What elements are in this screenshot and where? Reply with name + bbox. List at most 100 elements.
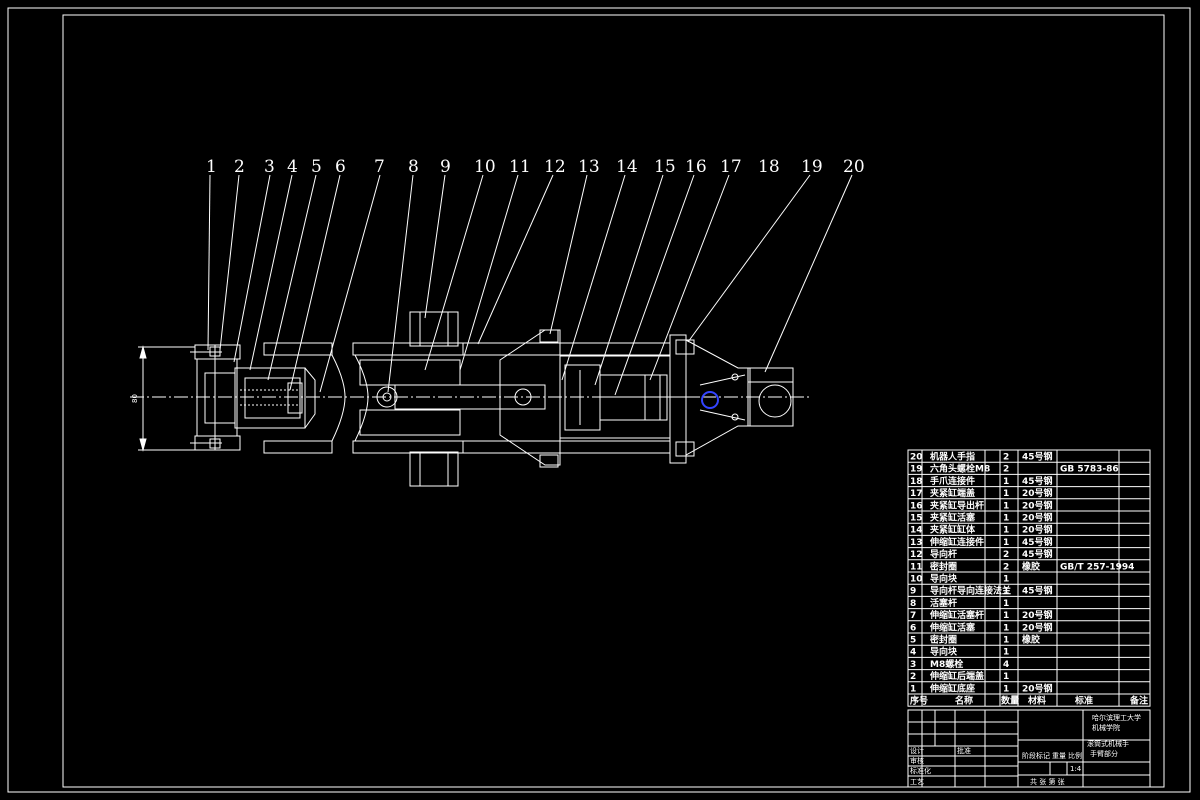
outer-border (7, 7, 1191, 793)
callout-17: 17 (720, 157, 742, 177)
bom-cell-seq: 4 (910, 648, 916, 658)
bom-cell-qty: 1 (1003, 623, 1009, 633)
approve-label: 批准 (957, 746, 971, 755)
callout-4: 4 (287, 157, 298, 177)
bom-cell-qty: 2 (1003, 550, 1009, 560)
dept-name: 机械学院 (1092, 723, 1120, 732)
bom-cell-seq: 20 (910, 453, 923, 463)
callout-16: 16 (685, 157, 707, 177)
bom-cell-name: 导向块 (930, 646, 958, 658)
bom-cell-standard: GB 5783-86 (1060, 465, 1119, 475)
dimension-label: 80 (131, 394, 139, 403)
bom-cell-seq: 16 (910, 501, 923, 511)
bom-cell-seq: 15 (910, 514, 923, 524)
bom-cell-seq: 2 (910, 672, 916, 682)
callout-9: 9 (440, 157, 451, 177)
bom-cell-seq: 9 (910, 587, 916, 597)
bom-cell-name: 导向杆导向连接法兰 (930, 585, 1011, 597)
bom-cell-material: 20号钢 (1022, 487, 1053, 499)
bom-cell-name: 手爪连接件 (930, 475, 975, 487)
callout-7: 7 (374, 157, 385, 177)
bom-cell-seq: 6 (910, 623, 916, 633)
bom-cell-material: 20号钢 (1022, 499, 1053, 511)
bom-header-remark: 备注 (1129, 695, 1148, 707)
callout-15: 15 (654, 157, 676, 177)
bom-cell-qty: 1 (1003, 611, 1009, 621)
drawing-title-1: 滚筒式机械手 (1087, 739, 1129, 748)
callout-8: 8 (408, 157, 419, 177)
bom-cell-name: 六角头螺栓M8 (930, 463, 990, 475)
stage-label: 阶段标记 (1022, 751, 1050, 760)
bom-cell-seq: 14 (910, 526, 923, 536)
bom-cell-seq: 11 (910, 562, 923, 572)
inner-border (62, 14, 1165, 788)
bom-cell-name: 密封圈 (929, 560, 957, 572)
bom-header-standard: 标准 (1074, 695, 1093, 707)
bom-cell-material: 45号钢 (1022, 585, 1053, 597)
bom-cell-qty: 1 (1003, 477, 1009, 487)
bom-cell-seq: 17 (910, 489, 923, 499)
bom-cell-qty: 1 (1003, 684, 1009, 694)
bom-cell-qty: 1 (1003, 526, 1009, 536)
callout-3: 3 (264, 157, 275, 177)
callout-18: 18 (758, 157, 780, 177)
highlight-mark (701, 391, 719, 409)
bom-cell-qty: 1 (1003, 501, 1009, 511)
title-block (907, 709, 1151, 788)
bom-cell-name: M8螺栓 (930, 658, 963, 670)
bom-cell-qty: 1 (1003, 636, 1009, 646)
bom-header-name: 名称 (955, 695, 973, 707)
bom-header-material: 材料 (1027, 695, 1046, 707)
bom-cell-material: 20号钢 (1022, 524, 1053, 536)
callout-14: 14 (616, 157, 638, 177)
bom-cell-seq: 12 (910, 550, 923, 560)
callout-5: 5 (311, 157, 322, 177)
check-label: 审核 (910, 756, 924, 765)
bom-cell-name: 伸缩缸活塞 (929, 621, 976, 633)
process-label: 工艺 (910, 778, 924, 786)
bom-cell-seq: 5 (910, 636, 916, 646)
bom-cell-name: 夹紧缸活塞 (930, 512, 976, 524)
bom-cell-name: 伸缩缸活塞杆 (929, 609, 984, 621)
bom-cell-material: 45号钢 (1022, 475, 1053, 487)
bom-cell-seq: 13 (910, 538, 923, 548)
bom-header-seq: 序号 (910, 695, 928, 707)
title-block-text: 哈尔滨理工大学 机械学院 滚筒式机械手 手臂部分 1:4 共 张 第 张 阶段标… (910, 713, 1141, 786)
bom-cell-qty: 1 (1003, 538, 1009, 548)
design-label: 设计 (910, 746, 924, 755)
bom-cell-seq: 10 (910, 575, 923, 585)
callout-20: 20 (843, 157, 865, 177)
bom-cell-name: 伸缩缸底座 (929, 682, 975, 694)
bom-cell-name: 夹紧缸导出杆 (930, 499, 984, 511)
bom-cell-seq: 7 (910, 611, 916, 621)
bom-cell-standard: GB/T 257-1994 (1060, 562, 1134, 572)
bom-cell-material: 45号钢 (1022, 536, 1053, 548)
bom-cell-seq: 19 (910, 465, 923, 475)
bom-cell-name: 伸缩缸后端盖 (929, 670, 984, 682)
bom-cell-name: 密封圈 (929, 634, 957, 646)
bom-cell-qty: 4 (1003, 660, 1009, 670)
bom-cell-qty: 2 (1003, 465, 1009, 475)
callout-11: 11 (509, 157, 531, 177)
bom-cell-seq: 1 (910, 684, 916, 694)
callout-12: 12 (544, 157, 566, 177)
bom-cell-material: 45号钢 (1022, 451, 1053, 463)
bom-cell-name: 夹紧缸缸体 (930, 524, 976, 536)
bom-cell-qty: 1 (1003, 587, 1009, 597)
bom-cell-qty: 1 (1003, 599, 1009, 609)
bom-cell-qty: 1 (1003, 575, 1009, 585)
bom-cell-qty: 2 (1003, 562, 1009, 572)
standardize-label: 标准化 (910, 766, 931, 775)
bom-cell-material: 橡胶 (1022, 560, 1040, 572)
bom-cell-name: 机器人手指 (930, 451, 975, 463)
callout-2: 2 (234, 157, 245, 177)
weight-label: 重量 (1052, 752, 1066, 760)
callout-13: 13 (578, 157, 600, 177)
callout-19: 19 (801, 157, 823, 177)
bom-cell-name: 导向块 (930, 573, 958, 585)
bom-cell-seq: 18 (910, 477, 923, 487)
bom-cell-qty: 1 (1003, 648, 1009, 658)
bom-cell-qty: 1 (1003, 672, 1009, 682)
